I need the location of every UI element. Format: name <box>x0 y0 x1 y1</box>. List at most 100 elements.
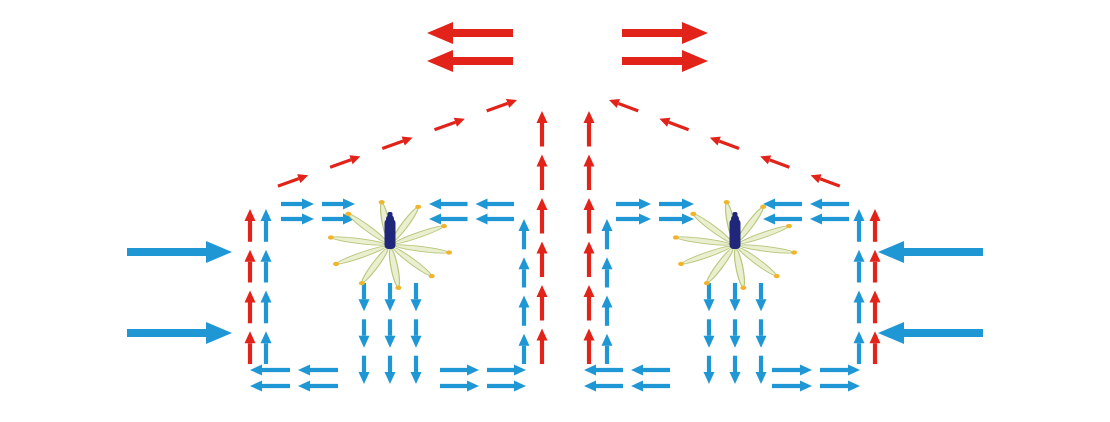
floor-right-outward-row1-arrow-2 <box>820 364 860 376</box>
floor-right-outward-row2-arrow-2 <box>820 380 860 392</box>
ceiling-toward-left-fan-from-center-row1-arrow-1 <box>475 198 514 210</box>
floor-center-right-inward-row1-arrow-2 <box>584 364 623 376</box>
fan-left-hub-icon <box>384 212 396 249</box>
left-wall-warm-rise-arrow-2 <box>244 290 256 324</box>
fan-left-downdraft-right-arrow-1 <box>410 283 422 312</box>
fan-right-downdraft-right-arrow-2 <box>755 319 767 348</box>
fan-left-downdraft-right-arrow-3 <box>410 355 422 384</box>
side-intake-right-upper <box>878 241 983 263</box>
floor-center-right-inward-row2-arrow-2 <box>584 380 623 392</box>
ridge-exhaust-left-lower <box>427 50 513 72</box>
ceiling-toward-right-fan-from-center-row1-arrow-1 <box>616 198 651 210</box>
side-intake-left-upper <box>127 241 232 263</box>
left-wall-cool-rise-arrow-1 <box>260 331 272 364</box>
center-left-cool-rise-arrow-4 <box>518 219 530 250</box>
center-right-warm-rise-arrow-3 <box>583 241 595 277</box>
ceiling-toward-left-fan-from-wall-row2-arrow-2 <box>322 213 355 225</box>
fan-left-downdraft-left-arrow-3 <box>358 355 370 384</box>
fan-right-hub-icon <box>729 212 741 249</box>
center-right-cool-rise-arrow-1 <box>601 333 613 364</box>
ceiling-toward-left-fan-from-center-row1-arrow-2 <box>429 198 468 210</box>
roof-slope-right-arrow-1 <box>810 174 841 188</box>
fan-right-downdraft-left-arrow-2 <box>703 319 715 348</box>
center-left-warm-rise-arrow-5 <box>536 154 548 190</box>
ceiling-toward-right-fan-from-wall-row1-arrow-1 <box>810 198 849 210</box>
ceiling-toward-left-fan-from-wall-row1-arrow-2 <box>322 198 355 210</box>
ceiling-toward-left-fan-from-center-row2-arrow-1 <box>475 213 514 225</box>
fan-right-downdraft-center-arrow-3 <box>729 355 741 384</box>
floor-left-outward-row1-arrow-1 <box>298 364 338 376</box>
left-wall-cool-rise-arrow-3 <box>260 249 272 283</box>
side-intake-left-lower <box>127 322 232 344</box>
roof-slope-left-arrow-1 <box>277 174 309 188</box>
fan-right-blades <box>672 200 798 290</box>
ceiling-toward-right-fan-from-wall-row2-arrow-2 <box>763 213 802 225</box>
center-left-cool-rise-arrow-3 <box>518 257 530 288</box>
fan-left-downdraft-center-arrow-2 <box>384 319 396 348</box>
floor-center-left-inward-row2-arrow-2 <box>487 380 526 392</box>
center-right-warm-rise-arrow-2 <box>583 285 595 321</box>
ridge-exhaust-right-upper <box>622 22 708 44</box>
center-right-warm-rise-arrow-5 <box>583 154 595 190</box>
fan-left-downdraft-center-arrow-3 <box>384 355 396 384</box>
center-right-cool-rise-arrow-4 <box>601 219 613 250</box>
roof-slope-right-arrow-5 <box>609 99 639 113</box>
center-left-warm-rise-arrow-4 <box>536 198 548 234</box>
roof-slope-left-arrow-2 <box>329 155 361 169</box>
ceiling-toward-right-fan-from-center-row2-arrow-2 <box>659 213 694 225</box>
floor-center-left-inward-row1-arrow-2 <box>487 364 526 376</box>
fan-left-blade-icon <box>393 223 447 245</box>
floor-right-outward-row2-arrow-1 <box>772 380 812 392</box>
right-wall-warm-rise-arrow-2 <box>869 290 881 324</box>
fan-right-downdraft-left-arrow-1 <box>703 283 715 312</box>
right-wall-cool-rise-arrow-3 <box>853 249 865 283</box>
ceiling-toward-right-fan-from-wall-row1-arrow-2 <box>763 198 802 210</box>
center-left-warm-rise-arrow-2 <box>536 285 548 321</box>
fan-left-downdraft-right-arrow-2 <box>410 319 422 348</box>
center-right-warm-rise-arrow-4 <box>583 198 595 234</box>
floor-center-right-inward-row1-arrow-1 <box>631 364 670 376</box>
roof-slope-right-arrow-4 <box>659 117 690 132</box>
ceiling-toward-right-fan-from-center-row2-arrow-1 <box>616 213 651 225</box>
floor-left-outward-row2-arrow-1 <box>298 380 338 392</box>
center-left-cool-rise-arrow-2 <box>518 295 530 326</box>
center-right-warm-rise-arrow-1 <box>583 328 595 364</box>
roof-slope-left-arrow-3 <box>381 136 413 151</box>
floor-left-outward-row2-arrow-2 <box>250 380 290 392</box>
right-wall-cool-rise-arrow-2 <box>853 290 865 324</box>
center-left-warm-rise-arrow-1 <box>536 328 548 364</box>
floor-center-left-inward-row1-arrow-1 <box>440 364 479 376</box>
floor-left-outward-row1-arrow-2 <box>250 364 290 376</box>
floor-center-right-inward-row2-arrow-1 <box>631 380 670 392</box>
right-wall-warm-rise-arrow-4 <box>869 209 881 242</box>
fan-right <box>672 200 798 290</box>
roof-slope-right-arrow-3 <box>709 136 740 150</box>
left-wall-warm-rise-arrow-3 <box>244 249 256 283</box>
fan-right-downdraft-right-arrow-1 <box>755 283 767 312</box>
fan-left-blade-icon <box>391 204 422 243</box>
fan-left-downdraft-left-arrow-1 <box>358 283 370 312</box>
ceiling-toward-left-fan-from-wall-row1-arrow-1 <box>281 198 314 210</box>
fan-right-downdraft-right-arrow-3 <box>755 355 767 384</box>
ceiling-toward-left-fan-from-wall-row2-arrow-1 <box>281 213 314 225</box>
ceiling-toward-right-fan-from-center-row1-arrow-2 <box>659 198 694 210</box>
left-wall-cool-rise-arrow-4 <box>260 209 272 242</box>
center-right-cool-rise-arrow-2 <box>601 295 613 326</box>
floor-center-left-inward-row2-arrow-1 <box>440 380 479 392</box>
center-left-warm-rise-arrow-6 <box>536 111 548 147</box>
side-intake-right-lower <box>878 322 983 344</box>
ridge-exhaust-left-upper <box>427 22 513 44</box>
left-wall-warm-rise-arrow-4 <box>244 209 256 242</box>
fan-right-downdraft-left-arrow-3 <box>703 355 715 384</box>
roof-slope-left-arrow-4 <box>433 117 465 132</box>
fan-left-downdraft-left-arrow-2 <box>358 319 370 348</box>
fan-left <box>327 200 453 290</box>
center-left-cool-rise-arrow-1 <box>518 333 530 364</box>
fan-right-downdraft-center-arrow-1 <box>729 283 741 312</box>
left-wall-cool-rise-arrow-2 <box>260 290 272 324</box>
roof-slope-right-arrow-2 <box>760 155 790 169</box>
right-wall-cool-rise-arrow-1 <box>853 331 865 364</box>
ridge-exhaust-right-lower <box>622 50 708 72</box>
